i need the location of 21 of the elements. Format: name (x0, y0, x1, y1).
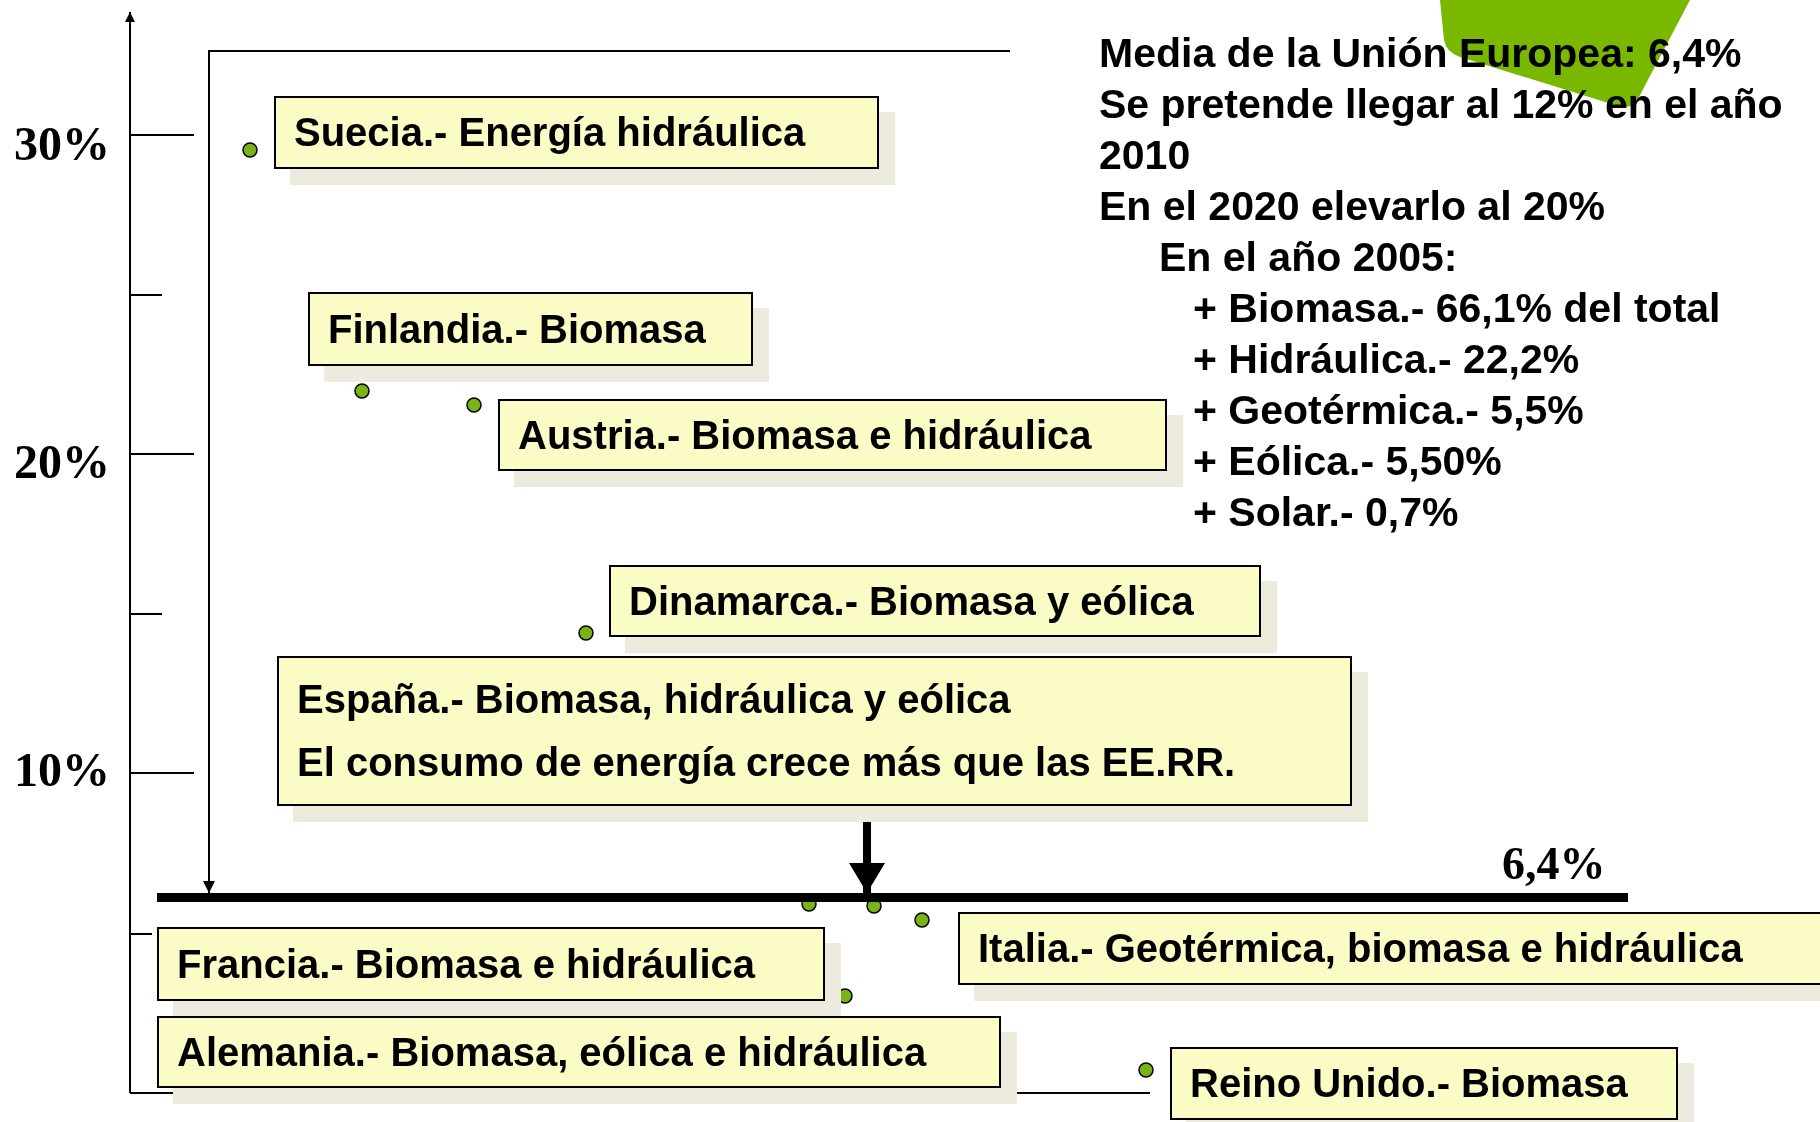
note-text: + Eólica.- 5,50% (1193, 437, 1503, 486)
value-label: 6,4% (1502, 837, 1606, 890)
country-text: Alemania.- Biomasa, eólica e hidráulica (177, 1029, 928, 1075)
country-text: Suecia.- Energía hidráulica (294, 110, 807, 155)
country-text: Finlandia.- Biomasa (328, 306, 707, 352)
axis-tick-label: 20% (14, 434, 110, 489)
note-text: + Hidráulica.- 22,2% (1193, 335, 1581, 384)
country-text: Austria.- Biomasa e hidráulica (518, 412, 1093, 458)
country-text: Reino Unido.- Biomasa (1190, 1061, 1629, 1106)
country-text: Italia.- Geotérmica, biomasa e hidráulica (978, 926, 1744, 971)
note-text: En el 2020 elevarlo al 20% (1099, 182, 1606, 231)
note-text: + Solar.- 0,7% (1193, 488, 1460, 537)
country-text: El consumo de energía crece más que las EE.RR. (297, 740, 1237, 786)
note-text: + Biomasa.- 66,1% del total (1193, 284, 1722, 333)
country-text: Dinamarca.- Biomasa y eólica (629, 578, 1195, 624)
note-text: En el año 2005: (1159, 233, 1459, 282)
axis-tick-label: 10% (14, 742, 110, 797)
country-text: Francia.- Biomasa e hidráulica (177, 941, 757, 987)
note-text: + Geotérmica.- 5,5% (1193, 386, 1585, 435)
country-text: España.- Biomasa, hidráulica y eólica (297, 676, 1012, 722)
axis-tick-label: 30% (14, 116, 110, 171)
